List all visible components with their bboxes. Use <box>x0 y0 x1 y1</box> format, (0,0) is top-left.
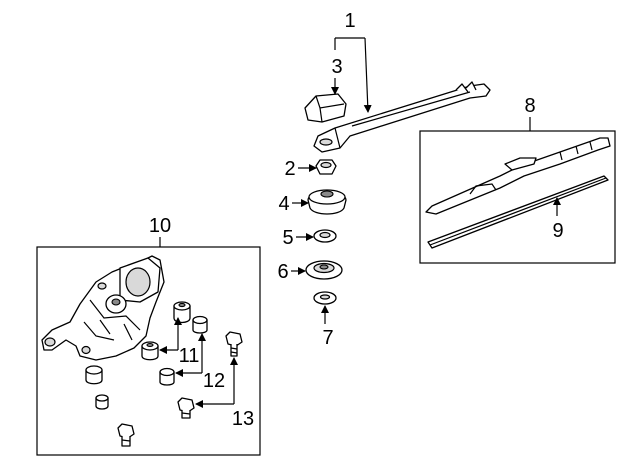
wiper-motor <box>41 255 165 361</box>
bushing-small <box>192 315 208 334</box>
bushing-center <box>159 367 175 386</box>
wiper-blade <box>425 137 611 215</box>
callout-3: 3 <box>331 56 342 78</box>
callout-6: 6 <box>277 261 288 283</box>
grommet <box>307 189 347 215</box>
callout-1: 1 <box>344 10 355 32</box>
bolt-center <box>177 397 195 419</box>
seal <box>305 260 343 280</box>
nut <box>315 159 337 175</box>
bushing-bottom <box>95 394 109 410</box>
wiper-arm-cap <box>304 93 347 123</box>
bushing-lower <box>85 365 103 385</box>
callout-4: 4 <box>278 193 289 215</box>
callout-9: 9 <box>552 220 563 242</box>
callout-10: 10 <box>149 215 171 237</box>
callout-12: 12 <box>203 370 225 392</box>
callout-2: 2 <box>284 158 295 180</box>
pad <box>313 291 337 305</box>
bolt-right <box>225 331 243 357</box>
bushing-large <box>173 301 191 324</box>
callout-5: 5 <box>282 227 293 249</box>
callout-11: 11 <box>179 345 200 367</box>
callout-13: 13 <box>232 408 254 430</box>
motor-box <box>36 246 261 456</box>
leader-1-arm <box>363 37 372 113</box>
blade-refill <box>427 175 609 249</box>
callout-7: 7 <box>322 327 333 349</box>
washer <box>313 229 337 243</box>
bolt-bottom <box>117 423 135 447</box>
wiper-arm <box>313 81 491 153</box>
callout-8: 8 <box>524 95 535 117</box>
bushing-left <box>141 341 159 361</box>
blade-box <box>419 130 616 264</box>
